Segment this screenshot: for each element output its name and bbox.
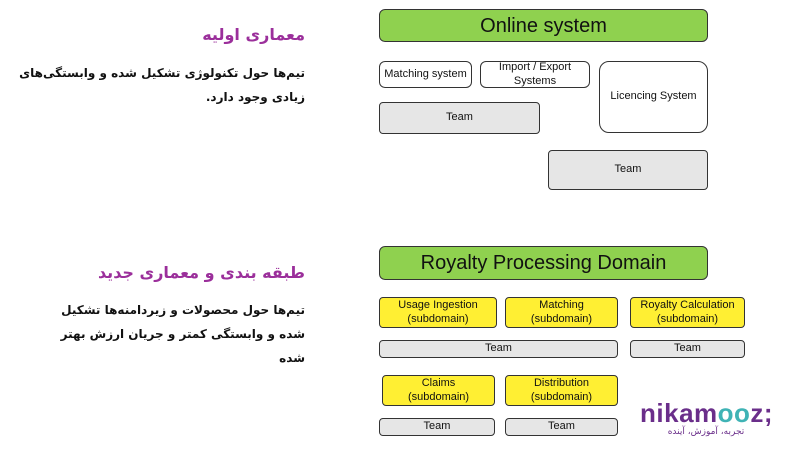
logo-suffix: z;: [750, 398, 774, 428]
royalty-calculation-box: Royalty Calculation (subdomain): [630, 297, 745, 328]
team-box-distribution: Team: [505, 418, 618, 436]
online-system-header: Online system: [379, 9, 708, 42]
matching-system-box: Matching system: [379, 61, 472, 88]
team-box-a: Team: [379, 102, 540, 134]
section1-line1: تیم‌ها حول تکنولوژی تشکیل شده و وابستگی‌…: [19, 66, 305, 80]
royalty-domain-header: Royalty Processing Domain: [379, 246, 708, 280]
usage-ingestion-box: Usage Ingestion (subdomain): [379, 297, 497, 328]
section2-line3: شده: [279, 351, 305, 365]
nikamooz-logo: nikamooz; تجربه، آموزش، آینده: [640, 398, 790, 437]
section2-line2: شده و وابستگی کمتر و جریان ارزش بهتر: [60, 327, 305, 341]
logo-prefix: nikam: [640, 398, 718, 428]
logo-tagline: تجربه، آموزش، آینده: [667, 427, 745, 437]
team-box-right: Team: [630, 340, 745, 358]
claims-box: Claims (subdomain): [382, 375, 495, 406]
team-box-b: Team: [548, 150, 708, 190]
team-box-wide: Team: [379, 340, 618, 358]
distribution-box: Distribution (subdomain): [505, 375, 618, 406]
logo-oo: oo: [717, 398, 751, 428]
logo-wordmark: nikamooz;: [640, 398, 790, 429]
licencing-system-box: Licencing System: [599, 61, 708, 133]
section1-line2: زیادی وجود دارد.: [205, 90, 305, 104]
section2-line1: تیم‌ها حول محصولات و زیردامنه‌ها تشکیل: [61, 303, 305, 317]
matching-subdomain-box: Matching (subdomain): [505, 297, 618, 328]
section1-title: معماری اولیه: [202, 25, 305, 44]
section2-title: طبقه بندی و معماری جدید: [97, 263, 305, 282]
import-export-box: Import / Export Systems: [480, 61, 590, 88]
team-box-claims: Team: [379, 418, 495, 436]
